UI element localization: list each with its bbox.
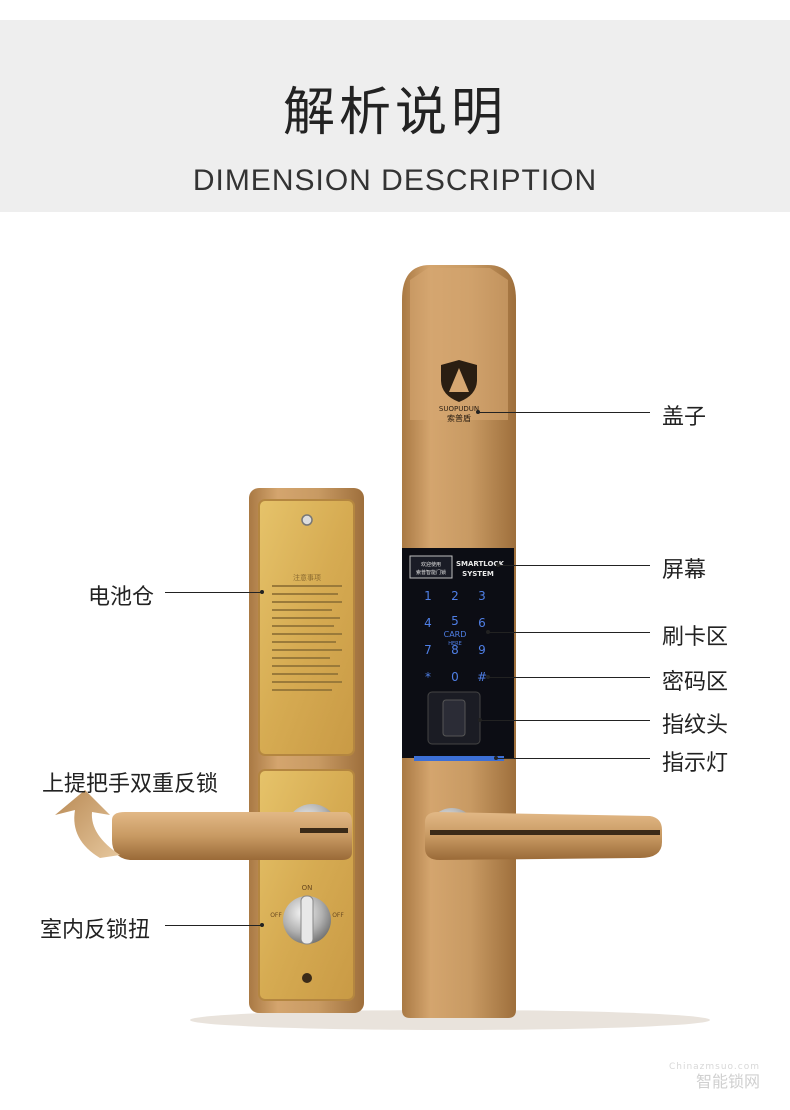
fingerprint-pad <box>442 699 466 737</box>
key-2: 2 <box>451 589 459 603</box>
key-4: 4 <box>424 616 432 630</box>
knob-off-right-label: OFF <box>332 912 344 919</box>
indicator-light <box>414 756 504 761</box>
page-title: 解析说明 <box>282 83 507 143</box>
key-1: 1 <box>424 589 432 603</box>
key-3: 3 <box>478 589 486 603</box>
system-line2: SYSTEM <box>462 570 494 578</box>
label-keypad-area: 密码区 <box>662 670 729 695</box>
left-handle-lever <box>112 812 352 860</box>
watermark-logo: 智能锁网 <box>695 1072 760 1091</box>
label-screen: 屏幕 <box>662 558 707 583</box>
cover-screw-icon <box>301 514 313 526</box>
header-band: 解析说明 DIMENSION DESCRIPTION <box>0 20 790 212</box>
key-7: 7 <box>424 643 432 657</box>
leader-card <box>488 632 650 633</box>
leader-keypad <box>488 677 650 678</box>
leader-screen <box>498 565 650 566</box>
key-6: 6 <box>478 616 486 630</box>
leader-knob <box>165 925 262 926</box>
leader-indicator <box>496 758 650 759</box>
system-line1: SMARTLOCK <box>456 560 505 568</box>
shield-logo-mark <box>449 368 469 392</box>
screen-line1: 欢迎使用 <box>421 561 441 568</box>
outdoor-top-bevel <box>410 268 508 420</box>
label-handle-lift: 上提把手双重反锁 <box>42 772 219 797</box>
leader-cover <box>478 412 650 413</box>
label-cover: 盖子 <box>662 405 707 430</box>
right-handle-lever <box>425 812 662 860</box>
card-here-text: HERE <box>448 641 462 647</box>
screen-line2: 索普智能门锁 <box>416 569 446 576</box>
knob-off-left-label: OFF <box>270 912 282 919</box>
display-screen <box>409 555 453 579</box>
right-handle-stripe <box>430 830 660 835</box>
key-9: 9 <box>478 643 486 657</box>
label-knob: 室内反锁扭 <box>40 918 151 943</box>
outdoor-panel: SUOPUDUN 索普盾 欢迎使用 索普智能门锁 SMARTLOCK SYSTE… <box>402 265 662 1018</box>
battery-cover <box>258 499 355 756</box>
lift-arrow <box>55 790 120 858</box>
knob-on-label: ON <box>302 884 313 892</box>
page-subtitle: DIMENSION DESCRIPTION <box>192 164 598 197</box>
leader-fingerprint <box>480 720 650 721</box>
brand-name-en: SUOPUDUN <box>439 405 479 413</box>
brand-name-cn: 索普盾 <box>447 413 471 423</box>
key-5: 5 <box>451 614 459 628</box>
key-hash: # <box>477 670 487 684</box>
label-fingerprint: 指纹头 <box>662 713 729 738</box>
notice-title: 注意事项 <box>293 573 321 582</box>
floor-shadow <box>190 1010 710 1030</box>
label-indicator: 指示灯 <box>662 751 729 776</box>
label-card-area: 刷卡区 <box>662 625 729 650</box>
watermark-url: Chinazmsuo.com <box>668 1062 760 1072</box>
key-0: 0 <box>451 670 459 684</box>
key-star: * <box>425 670 431 684</box>
key-8: 8 <box>451 643 459 657</box>
knob-bar <box>300 895 314 945</box>
notice-text-block <box>272 585 342 691</box>
leader-battery <box>165 592 262 593</box>
label-battery: 电池仓 <box>88 585 155 610</box>
indoor-panel: 注意事项 ON OFF OFF <box>249 488 364 1013</box>
left-handle-stripe <box>300 828 348 833</box>
key-hole-icon <box>302 973 312 983</box>
keypad-digits: 1 2 3 4 5 6 7 8 9 * 0 # <box>424 589 487 684</box>
card-text: CARD <box>444 630 467 639</box>
